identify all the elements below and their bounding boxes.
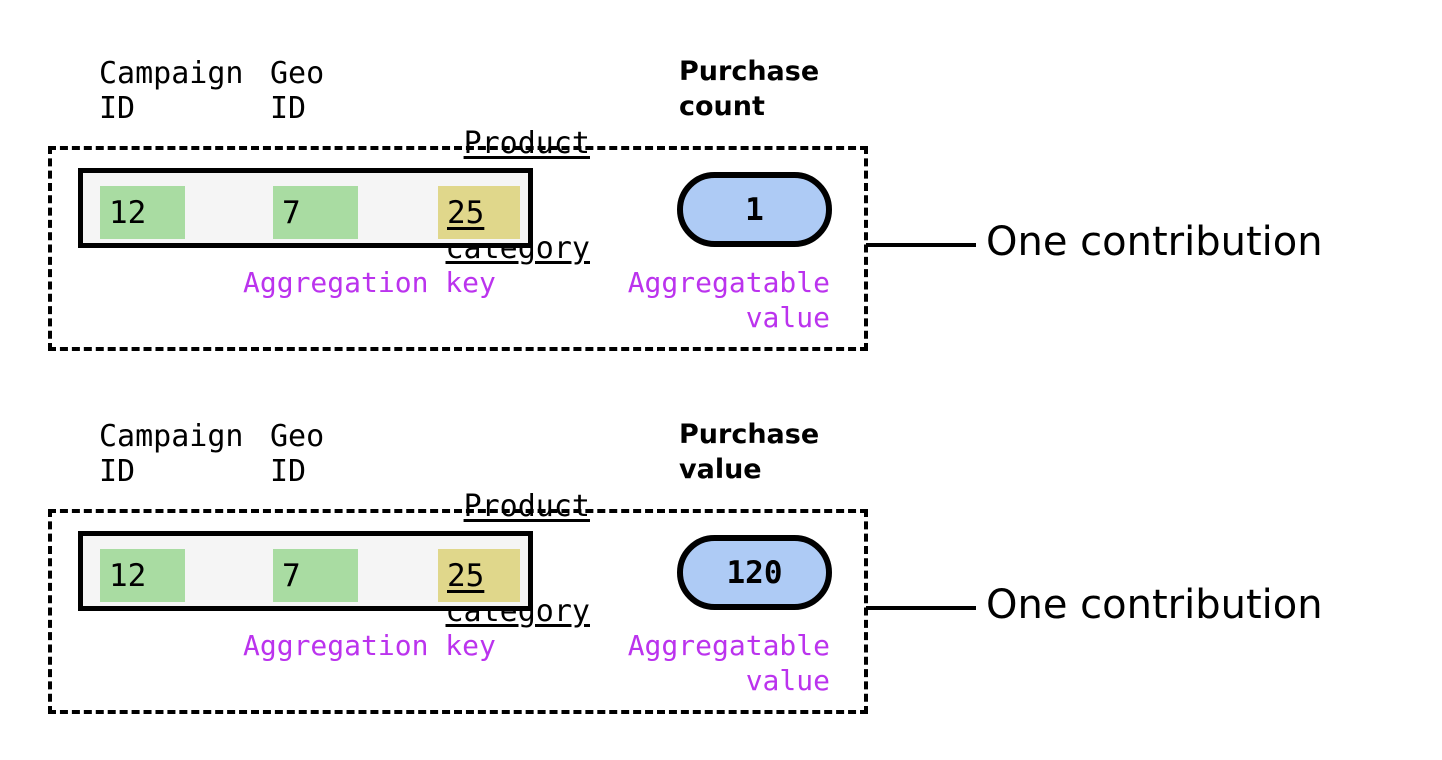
header-geo-id: Geo ID <box>270 419 325 489</box>
annotation-aggregation-key: Aggregation key <box>243 629 496 662</box>
key-cell-campaign-id: 12 <box>100 549 185 602</box>
header-campaign-id: Campaign ID <box>99 56 244 126</box>
key-cell-geo-id: 7 <box>273 549 358 602</box>
key-cell-value: 12 <box>109 194 147 231</box>
key-cell-value: 12 <box>109 557 147 594</box>
key-cell-product-category: 25 <box>438 186 520 239</box>
key-cell-value: 25 <box>447 557 485 594</box>
contribution-boundary <box>48 509 868 714</box>
aggregatable-value-text: 1 <box>745 191 764 228</box>
header-purchase-metric: Purchase value <box>679 419 820 485</box>
header-product-line1: Product <box>463 489 590 524</box>
leader-line <box>866 606 976 610</box>
aggregatable-value-text: 120 <box>726 554 783 591</box>
key-cell-value: 7 <box>282 557 301 594</box>
key-cell-value: 25 <box>447 194 485 231</box>
column-headers: Campaign ID Geo ID Product category Purc… <box>0 419 1442 629</box>
header-campaign-id: Campaign ID <box>99 419 244 489</box>
annotation-aggregatable-value: Aggregatable value <box>627 629 830 697</box>
annotation-aggregation-key: Aggregation key <box>243 266 496 299</box>
header-product-line1: Product <box>463 126 590 161</box>
caption-one-contribution: One contribution <box>986 582 1323 628</box>
key-cell-value: 7 <box>282 194 301 231</box>
aggregatable-value-capsule: 120 <box>677 535 832 610</box>
header-geo-id: Geo ID <box>270 56 325 126</box>
contribution-boundary <box>48 146 868 351</box>
key-cell-product-category: 25 <box>438 549 520 602</box>
key-cell-campaign-id: 12 <box>100 186 185 239</box>
aggregation-key-box: 12 7 25 <box>78 531 533 611</box>
column-headers: Campaign ID Geo ID Product category Purc… <box>0 56 1442 266</box>
annotation-aggregatable-value: Aggregatable value <box>627 266 830 334</box>
aggregation-key-box: 12 7 25 <box>78 168 533 248</box>
aggregatable-value-capsule: 1 <box>677 172 832 247</box>
key-cell-geo-id: 7 <box>273 186 358 239</box>
header-purchase-metric: Purchase count <box>679 56 820 122</box>
leader-line <box>866 243 976 247</box>
caption-one-contribution: One contribution <box>986 219 1323 265</box>
